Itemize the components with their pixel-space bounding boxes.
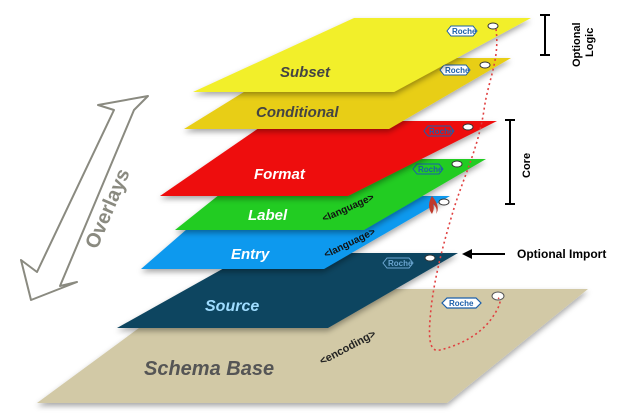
optional-logic-label-line2: Logic xyxy=(584,28,596,57)
optional-logic-label-line1: Optional xyxy=(571,22,583,67)
layer-subset: Subset Roche xyxy=(193,18,531,92)
flame-icon xyxy=(429,196,438,214)
dotted-connector xyxy=(428,28,501,352)
link-node xyxy=(462,123,474,131)
core-bracket: Core xyxy=(505,119,533,205)
roche-logo-text: Roche xyxy=(452,27,477,36)
layer-subset-label: Subset xyxy=(280,64,331,81)
layer-label-label: Label xyxy=(248,207,288,224)
optional-import-label: Optional Import xyxy=(517,247,606,261)
link-node xyxy=(451,160,463,168)
roche-logo-text: Roche xyxy=(418,165,443,174)
roche-logo: Roche xyxy=(439,64,471,76)
layer-source-label: Source xyxy=(205,298,259,315)
roche-logo-text: Roche xyxy=(429,127,454,136)
link-node xyxy=(424,254,436,262)
layer-conditional-label: Conditional xyxy=(256,104,339,121)
roche-logo-text: Roche xyxy=(449,299,474,308)
layer-source: Source Roche xyxy=(117,253,458,328)
roche-logo: Roche xyxy=(382,257,414,269)
link-node xyxy=(438,198,450,206)
layer-format: Format Roche xyxy=(160,121,497,196)
link-node xyxy=(491,291,505,301)
layer-entry-label: Entry xyxy=(231,246,270,263)
layer-format-label: Format xyxy=(254,166,306,183)
roche-logo: Roche xyxy=(446,25,478,37)
layer-schema-base-label: Schema Base xyxy=(144,358,274,380)
roche-logo: Roche xyxy=(412,163,444,175)
roche-logo: Roche xyxy=(423,125,455,137)
optional-import-arrow: Optional Import xyxy=(462,247,606,261)
core-label: Core xyxy=(521,153,533,178)
layer-conditional: Conditional Roche xyxy=(184,58,511,129)
roche-logo: Roche xyxy=(441,297,482,309)
optional-logic-bracket: Optional Logic xyxy=(540,14,596,67)
overlays-arrow: Overlays xyxy=(20,95,149,301)
link-node xyxy=(479,61,491,69)
roche-logo-text: Roche xyxy=(388,259,413,268)
roche-logo-text: Roche xyxy=(445,66,470,75)
link-node xyxy=(487,22,499,30)
